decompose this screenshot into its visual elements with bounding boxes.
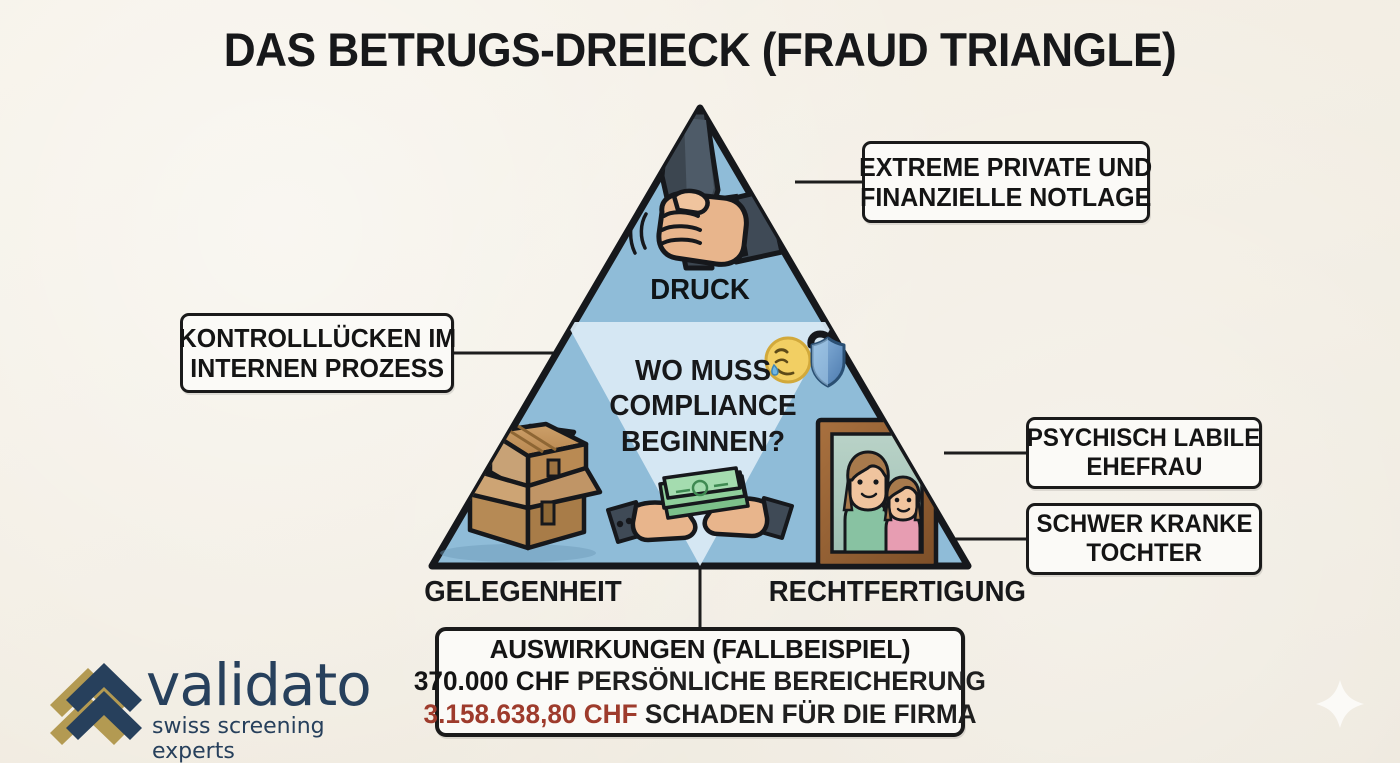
callout-psychisch-line-1: PSYCHISCH LABILE — [1027, 424, 1261, 452]
impact-row-2: 3.158.638,80 CHF SCHADEN FÜR DIE FIRMA — [423, 699, 976, 730]
callout-psychisch-line-2: EHEFRAU — [1085, 453, 1203, 481]
callout-extreme-line-1: EXTREME PRIVATE UND — [859, 151, 1153, 182]
sparkle-icon — [1316, 680, 1364, 728]
hands-exchanging-cash-icon — [606, 466, 794, 544]
triangle-apex-label: DRUCK — [650, 274, 750, 306]
framed-family-photo-icon — [815, 417, 939, 566]
callout-extreme-notlage: EXTREME PRIVATE UND FINANZIELLE NOTLAGE — [859, 141, 1153, 223]
impact-heading: AUSWIRKUNGEN (FALLBEISPIEL) — [489, 633, 911, 664]
center-question-line-1: WO MUSS — [634, 355, 772, 387]
connector-lines — [454, 180, 1026, 627]
impact-label-1: PERSÖNLICHE BEREICHERUNG — [577, 665, 986, 696]
validato-double-chevron-mark — [50, 663, 142, 745]
triangle-left-label: GELEGENHEIT — [424, 576, 622, 608]
callout-kontroll-line-2: INTERNEN PROZESS — [190, 353, 444, 383]
center-question: WO MUSS COMPLIANCE BEGINNEN? — [602, 354, 804, 460]
callout-schwer-kranke-tochter: SCHWER KRANKE TOCHTER — [1026, 503, 1262, 575]
center-question-line-3: BEGINNEN? — [621, 425, 785, 458]
worried-face-question-shield-icon — [764, 330, 846, 388]
callout-tochter-line-1: SCHWER KRANKE — [1036, 510, 1252, 538]
page-title: DAS BETRUGS-DREIECK (FRAUD TRIANGLE) — [223, 23, 1177, 76]
callout-kontroll-line-1: KONTROLLLÜCKEN IM — [178, 322, 456, 353]
validato-logo: validato swiss screening experts — [28, 651, 398, 763]
callout-psychisch-labile-ehefrau: PSYCHISCH LABILE EHEFRAU — [1026, 417, 1262, 489]
logo-tagline: swiss screening experts — [152, 714, 325, 763]
callout-tochter-line-2: TOCHTER — [1086, 539, 1202, 567]
impact-amount-2: 3.158.638,80 CHF — [423, 699, 638, 730]
callout-auswirkungen: AUSWIRKUNGEN (FALLBEISPIEL) 370.000 CHF … — [414, 627, 986, 737]
logo-wordmark: validato — [146, 651, 372, 719]
impact-amount-1: 370.000 CHF — [414, 665, 570, 696]
triangle-right-label: RECHTFERTIGUNG — [768, 576, 1026, 608]
callout-extreme-line-2: FINANZIELLE NOTLAGE — [860, 182, 1152, 212]
callout-kontrolluecken: KONTROLLLÜCKEN IM INTERNEN PROZESS — [178, 313, 456, 393]
impact-label-2: SCHADEN FÜR DIE FIRMA — [644, 699, 977, 730]
impact-row-1: 370.000 CHF PERSÖNLICHE BEREICHERUNG — [414, 666, 986, 697]
center-question-line-2: COMPLIANCE — [609, 390, 797, 423]
